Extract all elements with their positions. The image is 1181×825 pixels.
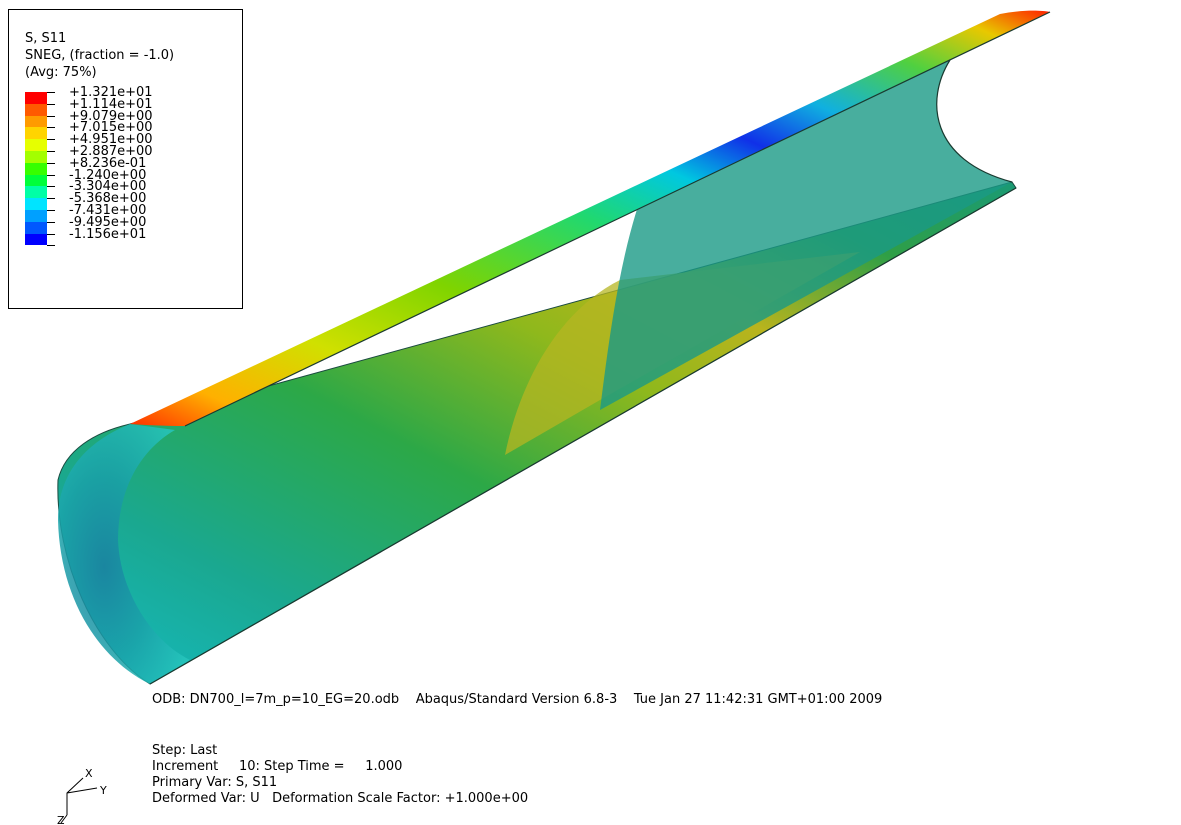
legend-level-label: -7.431e+00: [69, 203, 147, 218]
pipe-cut-edge-band: [130, 10, 1050, 427]
legend-swatch: [25, 221, 47, 234]
legend-swatch: [25, 210, 47, 222]
legend-tick: [47, 198, 55, 200]
legend-tick: [47, 127, 55, 129]
legend-tick: [47, 92, 55, 93]
legend-tick: [47, 233, 55, 235]
coordinate-triad: X Y Z: [57, 767, 107, 825]
legend-swatch: [25, 186, 47, 199]
legend-swatch: [25, 174, 47, 187]
contour-legend: S, S11 SNEG, (fraction = -1.0) (Avg: 75%…: [8, 9, 243, 309]
legend-tick: [47, 151, 55, 152]
pipe-edge-line: [149, 11, 1051, 685]
pipe-inner-surface: [600, 60, 1012, 410]
legend-averaging: (Avg: 75%): [25, 65, 97, 80]
triad-x-label: X: [85, 767, 93, 780]
legend-level-label: -1.240e+00: [69, 167, 147, 183]
legend-level-label: +8.236e-01: [69, 155, 147, 171]
increment-label: Increment 10: Step Time = 1.000: [152, 759, 403, 774]
legend-title: S, S11: [25, 31, 67, 46]
legend-level-label: +1.114e+01: [69, 96, 153, 112]
legend-tick: [47, 174, 55, 176]
stress-region-center: [505, 252, 860, 455]
deformed-var-label: Deformed Var: U Deformation Scale Factor…: [152, 791, 529, 806]
triad-y-label: Y: [99, 784, 107, 797]
legend-level-label: +7.015e+00: [69, 120, 153, 136]
legend-section: SNEG, (fraction = -1.0): [25, 48, 175, 63]
legend-tick: [47, 221, 55, 223]
triad-z-label: Z: [57, 814, 65, 825]
legend-level-label: -1.156e+01: [69, 226, 147, 242]
legend-swatch: [25, 92, 47, 104]
legend-level-label: -3.304e+00: [69, 179, 147, 195]
legend-tick: [47, 162, 55, 164]
legend-level-label: +4.951e+00: [69, 132, 153, 148]
legend-swatch: [25, 103, 47, 116]
legend-level-label: +9.079e+00: [69, 108, 153, 124]
legend-tick: [47, 103, 55, 105]
primary-var-label: Primary Var: S, S11: [152, 775, 278, 790]
legend-tick: [47, 139, 55, 141]
legend-level-label: +1.321e+01: [69, 85, 153, 100]
legend-swatch: [25, 233, 47, 246]
legend-tick: [47, 210, 55, 211]
triad-axes: [60, 777, 98, 824]
legend-swatch: [25, 162, 47, 175]
legend-swatch: [25, 139, 47, 151]
legend-level-label: +2.887e+00: [69, 144, 153, 159]
legend-swatch: [25, 127, 47, 140]
legend-level-label: -5.368e+00: [69, 191, 147, 207]
legend-level-label: -9.495e+00: [69, 214, 147, 230]
pipe-end-region: [58, 424, 190, 684]
legend-swatch: [25, 151, 47, 163]
legend-tick: [47, 115, 55, 117]
odb-info-line: ODB: DN700_l=7m_p=10_EG=20.odb Abaqus/St…: [152, 692, 883, 707]
step-label: Step: Last: [152, 743, 218, 758]
legend-tick: [47, 245, 55, 247]
legend-swatch: [25, 115, 47, 128]
legend-swatch: [25, 198, 47, 210]
legend-tick: [47, 186, 55, 188]
